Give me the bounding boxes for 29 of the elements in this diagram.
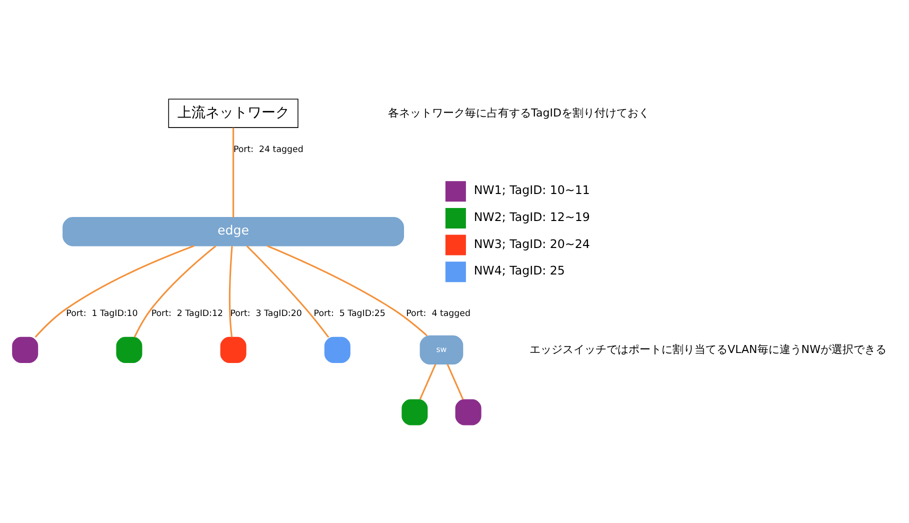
edge-label: Port: 1 TagID:10 xyxy=(66,308,138,318)
edge-label: Port: 5 TagID:25 xyxy=(314,308,386,318)
legend-label: NW1; TagID: 10~11 xyxy=(474,182,590,197)
node-box xyxy=(402,398,428,425)
node-box xyxy=(455,398,482,425)
edge-label: Port: 3 TagID:20 xyxy=(230,308,302,318)
legend-label: NW4; TagID: 25 xyxy=(474,263,565,278)
legend-label: NW2; TagID: 12~19 xyxy=(474,209,590,224)
connector xyxy=(34,244,194,338)
legend-label: NW3; TagID: 20~24 xyxy=(474,236,590,250)
edge-label: Port: 24 tagged xyxy=(233,144,304,154)
edge-label: Port: 4 tagged xyxy=(406,308,471,318)
node-box: edge xyxy=(62,216,404,246)
connector xyxy=(246,244,330,338)
node-box xyxy=(12,336,38,362)
connector xyxy=(266,244,428,336)
node-box xyxy=(324,336,350,362)
edge-label: Port: 2 TagID:12 xyxy=(151,308,223,318)
node-box xyxy=(116,336,142,362)
connector xyxy=(419,363,436,400)
label: エッジスイッチではポートに割り当てるVLAN毎に違うNWが選択できる xyxy=(530,342,886,356)
node-box: sw xyxy=(420,334,464,364)
label: 各ネットワーク毎に占有するTagIDを割り付けておく xyxy=(388,106,650,119)
node-box xyxy=(220,336,246,362)
connector xyxy=(232,127,234,217)
node-box: 上流ネットワーク xyxy=(168,98,298,128)
connector xyxy=(228,246,233,337)
connector xyxy=(446,363,464,400)
connector xyxy=(134,244,216,338)
